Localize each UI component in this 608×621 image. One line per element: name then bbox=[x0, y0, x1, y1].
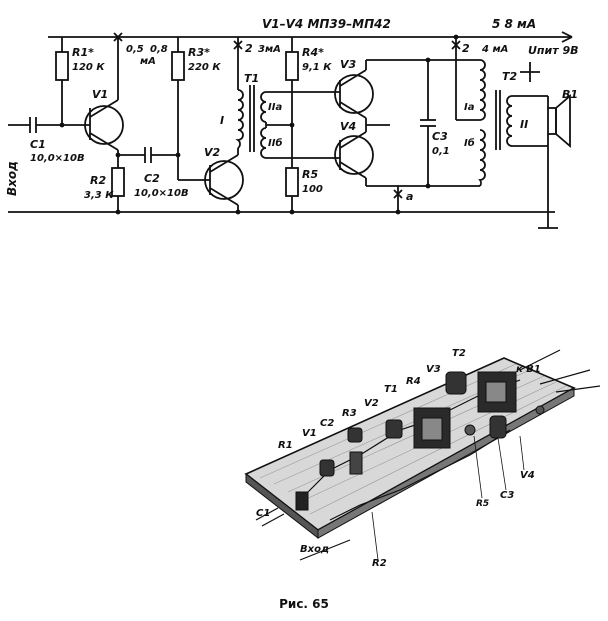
point-2a: 2 bbox=[245, 42, 253, 55]
r1-resistor bbox=[55, 51, 69, 81]
r4-value: 9,1 К bbox=[302, 62, 332, 73]
r4-resistor bbox=[285, 51, 299, 81]
r3-name: R3* bbox=[188, 46, 210, 59]
board-label-r1: R1 bbox=[278, 440, 293, 451]
board-label-v1: V1 bbox=[302, 428, 317, 439]
t2-winding-ii: II bbox=[520, 118, 528, 131]
schematic-wiring bbox=[8, 31, 573, 229]
v3-label: V3 bbox=[340, 58, 357, 71]
point-3ma: 3мА bbox=[258, 44, 281, 55]
r1-name: R1* bbox=[72, 46, 94, 59]
board-label-c3: C3 bbox=[500, 490, 514, 501]
r5-resistor bbox=[285, 167, 299, 197]
v3-transistor bbox=[334, 74, 374, 114]
circuit-board-illustration bbox=[244, 349, 601, 561]
c1-value: 10,0×10В bbox=[30, 153, 85, 164]
board-label-t2: T2 bbox=[452, 348, 466, 359]
c1-name: C1 bbox=[30, 138, 46, 151]
v4-label: V4 bbox=[340, 120, 356, 133]
r2-resistor bbox=[111, 167, 125, 197]
board-label-r4: R4 bbox=[406, 376, 421, 387]
board-label-v3: V3 bbox=[426, 364, 441, 375]
board-label-to-b1: к В1 bbox=[516, 364, 541, 375]
board-label-r2: R2 bbox=[372, 558, 387, 569]
v4-transistor bbox=[334, 135, 374, 175]
r5-value: 100 bbox=[302, 184, 323, 195]
t1-winding-i: I bbox=[220, 114, 224, 127]
r5-name: R5 bbox=[302, 168, 318, 181]
point-4ma: 4 мА bbox=[481, 44, 508, 55]
c3-name: C3 bbox=[432, 130, 448, 143]
point-2b: 2 bbox=[462, 42, 470, 55]
t2-label: T2 bbox=[502, 70, 518, 83]
v1-transistor bbox=[84, 105, 124, 145]
figure-caption: Рис. 65 bbox=[279, 597, 329, 611]
t1-winding-iib: IIб bbox=[268, 137, 282, 149]
board-label-c2: C2 bbox=[320, 418, 334, 429]
t1-label: T1 bbox=[244, 72, 259, 85]
t2-winding-ia: Iа bbox=[464, 102, 475, 113]
r2-name: R2 bbox=[90, 174, 106, 187]
point-a: а bbox=[406, 190, 413, 203]
supply-voltage-label: Uпит 9В bbox=[528, 44, 578, 57]
point-0-8: 0,8 bbox=[150, 44, 168, 55]
r4-name: R4* bbox=[302, 46, 324, 59]
v2-transistor bbox=[204, 160, 244, 200]
input-label: Вход bbox=[5, 161, 19, 196]
board-label-r5: R5 bbox=[476, 499, 489, 509]
board-label-v4: V4 bbox=[520, 470, 535, 481]
t1-winding-iia: IIа bbox=[268, 102, 282, 113]
board-label-t1: T1 bbox=[384, 384, 398, 395]
c3-value: 0,1 bbox=[432, 146, 450, 157]
point-0-5: 0,5 bbox=[126, 44, 144, 55]
point-ma: мА bbox=[140, 56, 156, 67]
r3-resistor bbox=[171, 51, 185, 81]
c2-value: 10,0×10В bbox=[134, 188, 189, 199]
transistor-types-label: V1–V4 МП39–МП42 bbox=[262, 17, 391, 31]
v1-label: V1 bbox=[92, 88, 108, 101]
t2-winding-ib: Iб bbox=[464, 137, 475, 149]
supply-current-label: 5 8 мА bbox=[492, 17, 536, 31]
v2-label: V2 bbox=[204, 146, 221, 159]
r2-value: 3,3 К bbox=[84, 190, 114, 201]
board-label-v2: V2 bbox=[364, 398, 379, 409]
b1-label: B1 bbox=[562, 88, 578, 101]
board-label-c1: C1 bbox=[256, 508, 270, 519]
r1-value: 120 К bbox=[72, 62, 105, 73]
c2-name: C2 bbox=[144, 172, 160, 185]
board-label-r3: R3 bbox=[342, 408, 357, 419]
board-label-input: Вход bbox=[300, 544, 329, 555]
r3-value: 220 К bbox=[188, 62, 221, 73]
